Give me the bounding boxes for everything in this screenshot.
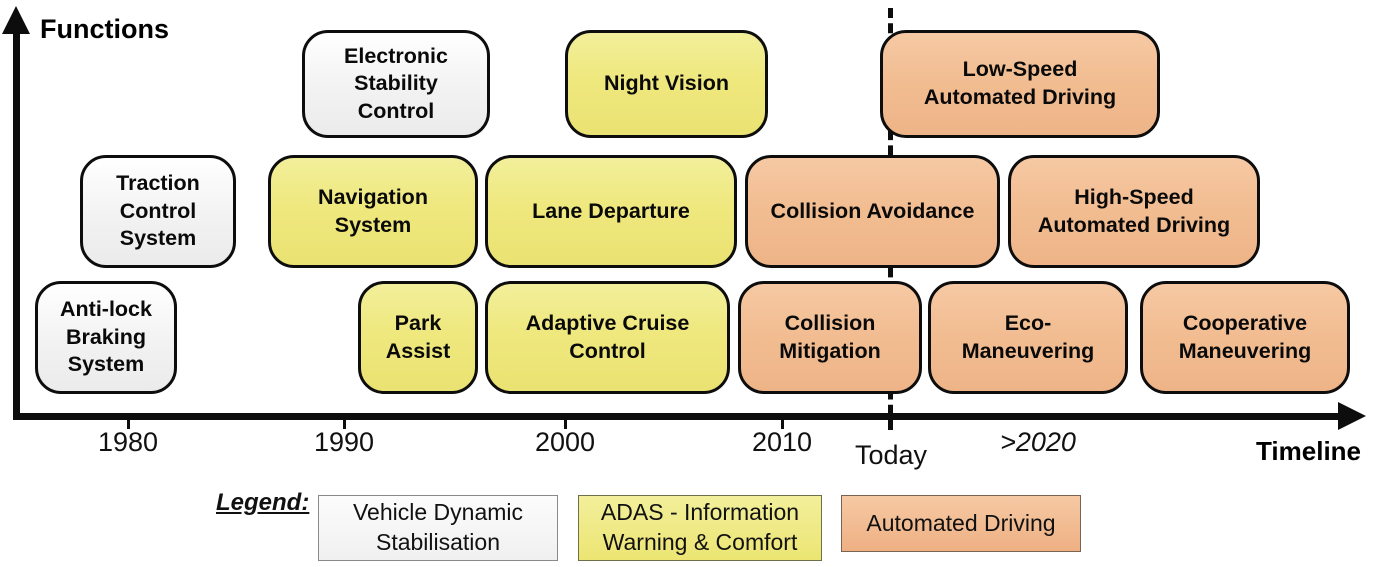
- function-box[interactable]: Night Vision: [565, 30, 768, 138]
- x-axis-tick-label: 1990: [313, 427, 375, 457]
- x-axis-tick-mark: [343, 420, 346, 429]
- x-axis-arrow-icon: [1338, 402, 1366, 430]
- x-axis-tick-label: >2020: [1000, 427, 1076, 457]
- x-axis-tick-label: 2000: [534, 427, 596, 457]
- today-label: Today: [854, 440, 928, 470]
- legend-title: Legend:: [216, 489, 310, 516]
- x-axis-tick-mark: [781, 420, 784, 429]
- legend-item: Automated Driving: [841, 495, 1081, 552]
- y-axis-line: [13, 28, 20, 420]
- x-axis-tick-mark: [127, 420, 130, 429]
- function-box[interactable]: Lane Departure: [485, 155, 737, 268]
- x-axis-tick-mark: [564, 420, 567, 429]
- x-axis-line: [13, 413, 1345, 420]
- function-box[interactable]: Eco-Maneuvering: [928, 281, 1128, 394]
- x-axis-tick-label: 1980: [97, 427, 159, 457]
- x-axis-title: Timeline: [1256, 436, 1362, 466]
- function-box[interactable]: Collision Avoidance: [745, 155, 1000, 268]
- y-axis-title: Functions: [40, 14, 169, 44]
- x-axis-tick-label: 2010: [751, 427, 813, 457]
